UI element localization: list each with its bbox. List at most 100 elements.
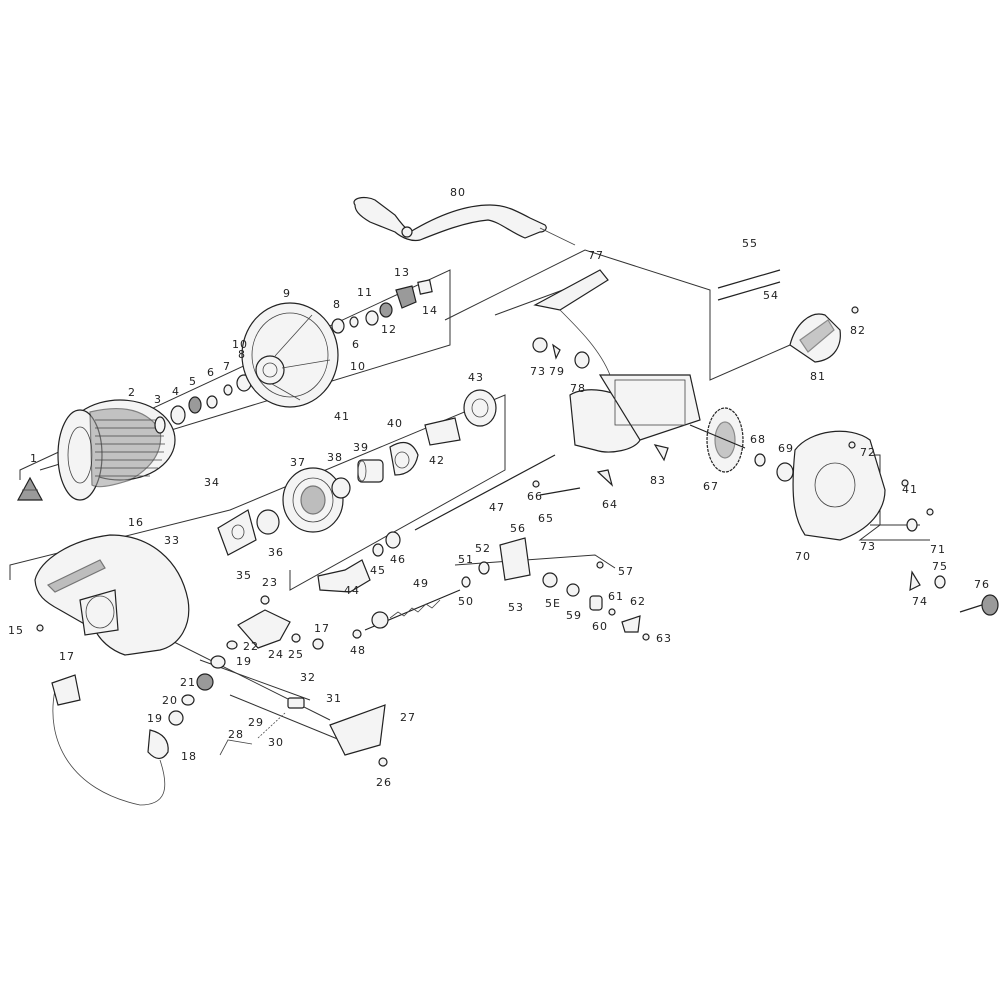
label-8: 8 [238, 348, 246, 361]
label-27: 27 [400, 711, 416, 724]
side-cover [754, 430, 934, 541]
label-35: 35 [236, 569, 252, 582]
label-1: 1 [30, 452, 38, 465]
label-70: 70 [795, 550, 811, 563]
label-79: 79 [549, 365, 565, 378]
label-15: 15 [8, 624, 24, 637]
label-66: 66 [527, 490, 543, 503]
label-14: 14 [422, 304, 438, 317]
label-55: 55 [742, 237, 758, 250]
label-74: 74 [912, 595, 928, 608]
main-shaft [317, 454, 556, 593]
label-19b: 19 [147, 712, 163, 725]
label-53: 53 [508, 601, 524, 614]
label-51: 51 [458, 553, 474, 566]
label-77: 77 [588, 249, 604, 262]
drag-knob [16, 476, 44, 501]
label-41a: 41 [334, 410, 350, 423]
label-61: 61 [608, 590, 624, 603]
label-56: 56 [510, 522, 526, 535]
label-10b: 10 [350, 360, 366, 373]
label-59: 59 [566, 609, 582, 622]
label-2: 2 [128, 386, 136, 399]
label-78: 78 [570, 382, 586, 395]
label-28: 28 [228, 728, 244, 741]
label-43: 43 [468, 371, 484, 384]
group-bracket-lines [9, 249, 930, 741]
label-24: 24 [268, 648, 284, 661]
label-23: 23 [262, 576, 278, 589]
label-62: 62 [630, 595, 646, 608]
label-18: 18 [181, 750, 197, 763]
label-20: 20 [162, 694, 178, 707]
label-39: 39 [353, 441, 369, 454]
label-5E: 5E [545, 597, 561, 610]
rear-cap [789, 306, 859, 363]
label-69: 69 [778, 442, 794, 455]
label-29: 29 [248, 716, 264, 729]
label-17b: 17 [314, 622, 330, 635]
label-73a: 73 [530, 365, 546, 378]
label-12: 12 [381, 323, 397, 336]
label-82: 82 [850, 324, 866, 337]
label-76: 76 [974, 578, 990, 591]
part-labels: 1 2 3 4 5 6 7 8 9 10 10 8 11 6 12 13 14 … [8, 186, 990, 789]
label-36: 36 [268, 546, 284, 559]
label-3: 3 [154, 393, 162, 406]
label-9: 9 [283, 287, 291, 300]
handle-assembly [353, 196, 576, 246]
label-80: 80 [450, 186, 466, 199]
oscillation-parts [461, 537, 650, 641]
label-32: 32 [300, 671, 316, 684]
label-49: 49 [413, 577, 429, 590]
label-22: 22 [243, 640, 259, 653]
handle-cap-parts [909, 570, 999, 616]
label-63: 63 [656, 632, 672, 645]
bearing-group [217, 389, 497, 556]
label-21: 21 [180, 676, 196, 689]
label-52: 52 [475, 542, 491, 555]
label-48: 48 [350, 644, 366, 657]
label-73b: 73 [860, 540, 876, 553]
label-47: 47 [489, 501, 505, 514]
spool-washers [154, 374, 252, 434]
bail-small-parts [168, 595, 388, 767]
label-25: 25 [288, 648, 304, 661]
worm-shaft [352, 589, 461, 639]
label-17a: 17 [59, 650, 75, 663]
label-7: 7 [223, 360, 231, 373]
label-75: 75 [932, 560, 948, 573]
label-45: 45 [370, 564, 386, 577]
label-31: 31 [326, 692, 342, 705]
reel-frame [533, 269, 701, 453]
label-71: 71 [930, 543, 946, 556]
label-67: 67 [703, 480, 719, 493]
label-6b: 6 [352, 338, 360, 351]
drive-gear [689, 407, 746, 473]
rotor [241, 302, 339, 408]
label-68: 68 [750, 433, 766, 446]
label-41b: 41 [902, 483, 918, 496]
label-81: 81 [810, 370, 826, 383]
label-37: 37 [290, 456, 306, 469]
bail-wire [51, 674, 169, 806]
label-64: 64 [602, 498, 618, 511]
label-83: 83 [650, 474, 666, 487]
label-34: 34 [204, 476, 220, 489]
label-33: 33 [164, 534, 180, 547]
label-4: 4 [172, 385, 180, 398]
label-60: 60 [592, 620, 608, 633]
label-38: 38 [327, 451, 343, 464]
label-6: 6 [207, 366, 215, 379]
label-8b: 8 [333, 298, 341, 311]
label-11: 11 [357, 286, 373, 299]
label-26: 26 [376, 776, 392, 789]
label-72: 72 [860, 446, 876, 459]
stand-rods [717, 269, 781, 301]
label-10a: 10 [232, 338, 248, 351]
label-42: 42 [429, 454, 445, 467]
label-46: 46 [390, 553, 406, 566]
label-16: 16 [128, 516, 144, 529]
label-54: 54 [763, 289, 779, 302]
